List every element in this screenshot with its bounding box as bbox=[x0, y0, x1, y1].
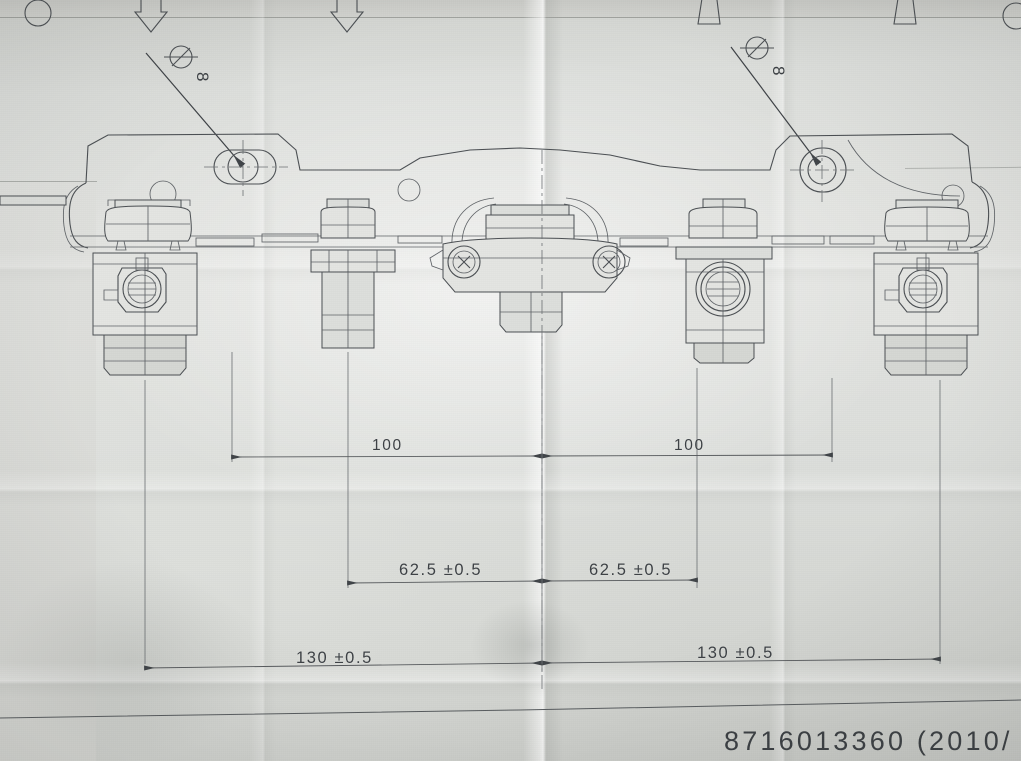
dimension-label-62p5-right: 62.5 ±0.5 bbox=[589, 561, 673, 579]
top-marker-row bbox=[24, 0, 1021, 33]
injector-1 bbox=[92, 199, 198, 376]
leader-line-right bbox=[730, 46, 822, 166]
marker-circle-left-icon bbox=[24, 0, 52, 27]
callout-hole-right bbox=[740, 36, 774, 60]
dimension-label-100-right: 100 bbox=[674, 437, 705, 454]
callout-hole-left bbox=[164, 45, 198, 69]
dimension-line-62p5 bbox=[347, 577, 698, 586]
dimension-label-130-left: 130 ±0.5 bbox=[296, 649, 373, 667]
mounting-hole-left bbox=[204, 140, 288, 196]
underlying-sheet-left-edge bbox=[0, 181, 97, 182]
leader-line-left bbox=[145, 52, 246, 169]
drawing-frame-bottom-line bbox=[0, 699, 1021, 719]
injector-4 bbox=[675, 198, 773, 364]
bracket-boss-mid bbox=[397, 178, 421, 202]
injector-5 bbox=[873, 199, 979, 376]
paper-top-edge-line bbox=[0, 17, 1021, 18]
dimension-extension-lines bbox=[144, 336, 941, 672]
callout-hole-right-value: 8 bbox=[769, 66, 788, 76]
dimension-label-130-right: 130 ±0.5 bbox=[697, 644, 774, 662]
rail-connector-blocks bbox=[195, 233, 875, 247]
dimension-line-100 bbox=[231, 452, 833, 460]
injector-3 bbox=[0, 195, 631, 333]
callout-hole-left-value: 8 bbox=[193, 72, 212, 82]
underlying-sheet-left bbox=[0, 181, 96, 761]
part-number-label: 8716013360 (2010/ bbox=[724, 726, 1013, 756]
marker-down-arrow-1-icon bbox=[133, 0, 169, 33]
injector-2 bbox=[310, 198, 396, 349]
marker-circle-right-icon bbox=[1002, 2, 1021, 30]
bracket-arc-right bbox=[847, 139, 961, 197]
marker-down-arrow-2-icon bbox=[329, 0, 365, 33]
mounting-hole-right bbox=[790, 140, 858, 202]
paper-top-band bbox=[0, 0, 1021, 18]
dimension-line-130 bbox=[144, 656, 941, 671]
dimension-label-100-left: 100 bbox=[372, 437, 403, 454]
marker-arrow-tail-4-icon bbox=[893, 0, 917, 25]
dimension-label-62p5-left: 62.5 ±0.5 bbox=[399, 561, 483, 579]
marker-arrow-tail-3-icon bbox=[697, 0, 721, 25]
